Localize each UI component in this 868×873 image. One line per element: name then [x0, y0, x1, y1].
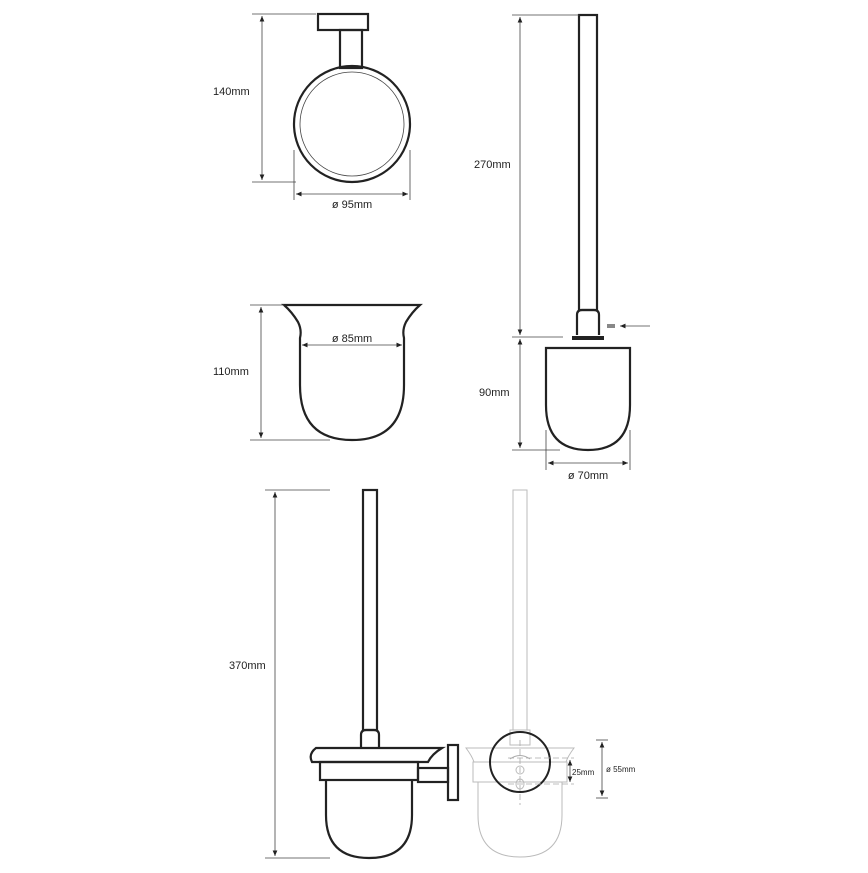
label-head-height: 90mm	[479, 387, 510, 399]
brush-handle	[577, 13, 599, 312]
front-cup	[477, 782, 563, 858]
glass-cup	[281, 303, 423, 442]
marker-rect	[607, 324, 615, 328]
label-rosette-offset: 25mm	[572, 768, 595, 777]
label-rosette-diameter: ø 55mm	[606, 765, 636, 774]
label-handle-length: 270mm	[474, 159, 511, 171]
label-cup-diameter: ø 85mm	[332, 333, 372, 345]
holder-stem	[338, 28, 364, 70]
assembly-side-view: 370mm	[229, 488, 460, 860]
front-handle	[512, 489, 528, 731]
screw-hole-bottom	[515, 778, 525, 790]
screw-slot	[509, 755, 531, 760]
ring-holder-view: 140mm ø 95mm	[213, 12, 412, 211]
assembly-arm	[416, 766, 450, 784]
holder-ring-outer	[292, 64, 412, 184]
brush-head	[544, 346, 632, 452]
wall-plate	[316, 12, 370, 32]
label-head-diameter: ø 70mm	[568, 470, 608, 482]
assembly-handle	[361, 488, 379, 732]
wall-rosette	[489, 731, 551, 793]
screw-hole-top	[515, 765, 525, 775]
assembly-collar	[359, 728, 381, 748]
brush-view: 270mm 90mm ø 70mm	[474, 13, 650, 482]
cup-view: 110mm ø 85mm	[213, 303, 423, 442]
assembly-wall-plate	[446, 743, 460, 802]
assembly-band	[318, 760, 420, 782]
brush-collar	[575, 308, 601, 335]
assembly-cup	[324, 780, 414, 860]
label-ring-diameter: ø 95mm	[332, 199, 372, 211]
brush-ring	[572, 336, 604, 340]
label-cup-height: 110mm	[213, 366, 249, 378]
assembly-cup-rim	[309, 746, 446, 764]
holder-ring-inner	[299, 71, 405, 177]
label-total-height: 370mm	[229, 660, 266, 672]
assembly-front-view: 25mm ø 55mm	[465, 489, 636, 858]
label-ring-height: 140mm	[213, 86, 250, 98]
